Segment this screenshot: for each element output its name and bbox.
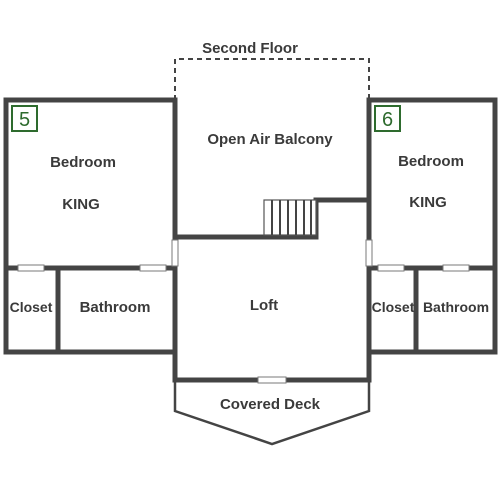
right-bathroom-label: Bathroom — [423, 299, 489, 315]
left-bedroom-label: Bedroom — [50, 154, 116, 171]
right-bath-door — [442, 264, 470, 272]
left-wing-outline — [3, 97, 178, 355]
left-closet-door — [17, 264, 45, 272]
right-bedroom-label: Bedroom — [398, 153, 464, 170]
floor-title: Second Floor — [202, 40, 298, 57]
left-bath-door — [139, 264, 167, 272]
deck-door — [257, 376, 287, 384]
balcony-label: Open Air Balcony — [207, 131, 333, 148]
right-bedroom-door — [365, 239, 373, 267]
right-closet-door — [377, 264, 405, 272]
left-closet-label: Closet — [10, 299, 53, 315]
room-number-6: 6 — [382, 109, 393, 131]
stairs — [263, 199, 317, 236]
room-number-badge-6 — [374, 105, 401, 132]
doorways — [17, 239, 470, 384]
left-bed-size: KING — [62, 196, 100, 213]
right-closet-label: Closet — [372, 299, 415, 315]
covered-deck-label: Covered Deck — [220, 396, 321, 413]
room-number-badge-5 — [11, 105, 38, 132]
covered-deck-outline — [173, 380, 371, 446]
loft-label: Loft — [250, 297, 278, 314]
right-bed-size: KING — [409, 194, 447, 211]
right-wing-outline — [366, 97, 498, 355]
room-number-5: 5 — [19, 109, 30, 131]
left-bathroom-label: Bathroom — [80, 299, 151, 316]
balcony-railing — [174, 58, 370, 100]
left-bedroom-door — [171, 239, 179, 267]
